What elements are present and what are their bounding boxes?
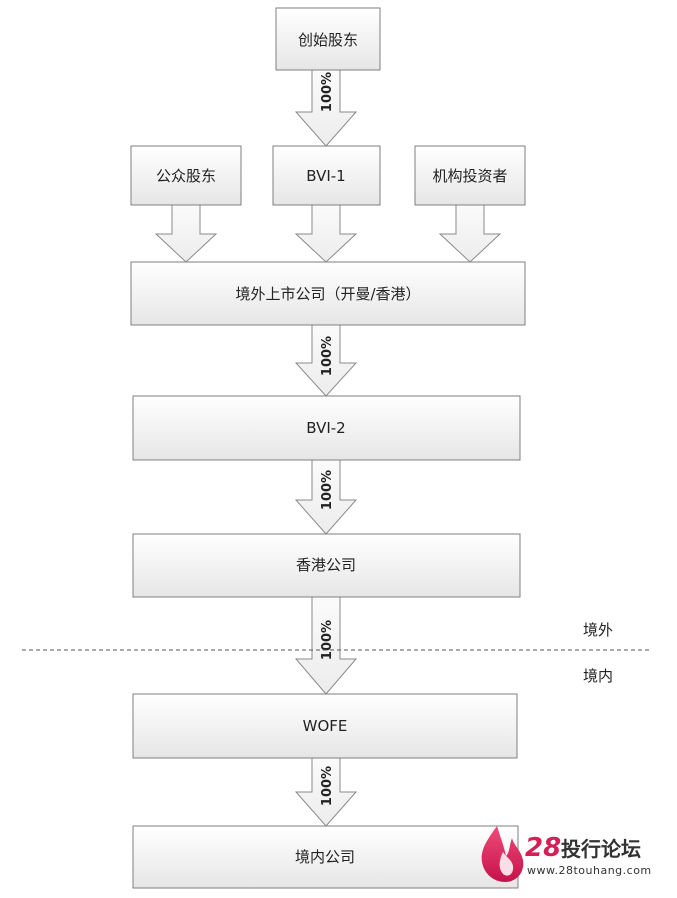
box-public-shareholders: 公众股东: [130, 145, 242, 206]
box-bvi1: BVI-1: [272, 145, 381, 206]
box-bvi1-label: BVI-1: [306, 167, 345, 185]
box-founders-label: 创始股东: [298, 31, 358, 49]
box-institutional-label: 机构投资者: [432, 167, 507, 185]
box-domestic-company: 境内公司: [132, 825, 519, 889]
arrow-label-bvi2-to-hk: 100%: [320, 470, 335, 510]
arrow-public-to-listed: [154, 204, 218, 263]
arrow-wofe-to-domestic: 100%: [294, 757, 358, 827]
box-public-label: 公众股东: [156, 167, 216, 185]
box-domestic-label: 境内公司: [295, 848, 355, 866]
arrow-bvi1-to-listed: [294, 204, 358, 263]
watermark-url: www.28touhang.com: [527, 864, 652, 877]
arrow-label-wofe-to-domestic: 100%: [320, 766, 335, 806]
region-label-offshore: 境外: [583, 621, 613, 639]
arrow-bvi2-to-hk: 100%: [294, 459, 358, 535]
watermark-number: 28: [525, 833, 561, 863]
arrow-founders-to-bvi1: 100%: [294, 69, 358, 147]
box-wofe-label: WOFE: [303, 717, 348, 735]
region-label-onshore: 境内: [583, 667, 613, 685]
box-hk-company: 香港公司: [132, 533, 521, 598]
box-listed-label: 境外上市公司（开曼/香港）: [235, 285, 420, 303]
arrow-institutional-to-listed: [438, 204, 502, 263]
watermark-name: 投行论坛: [561, 837, 641, 861]
arrow-label-listed-to-bvi2: 100%: [320, 336, 335, 376]
box-wofe: WOFE: [132, 693, 518, 759]
arrow-label-founders-to-bvi1: 100%: [320, 72, 335, 112]
box-bvi2-label: BVI-2: [306, 419, 345, 437]
arrow-listed-to-bvi2: 100%: [294, 324, 358, 397]
box-bvi2: BVI-2: [132, 395, 521, 461]
box-listed-company: 境外上市公司（开曼/香港）: [130, 261, 526, 326]
arrow-hk-to-wofe: 100%: [294, 596, 358, 695]
box-hk-label: 香港公司: [296, 556, 356, 574]
box-founders: 创始股东: [275, 7, 381, 71]
arrow-label-hk-to-wofe: 100%: [320, 620, 335, 660]
box-institutional-investors: 机构投资者: [414, 145, 526, 206]
watermark-logo: 28 投行论坛 www.28touhang.com: [481, 826, 652, 882]
